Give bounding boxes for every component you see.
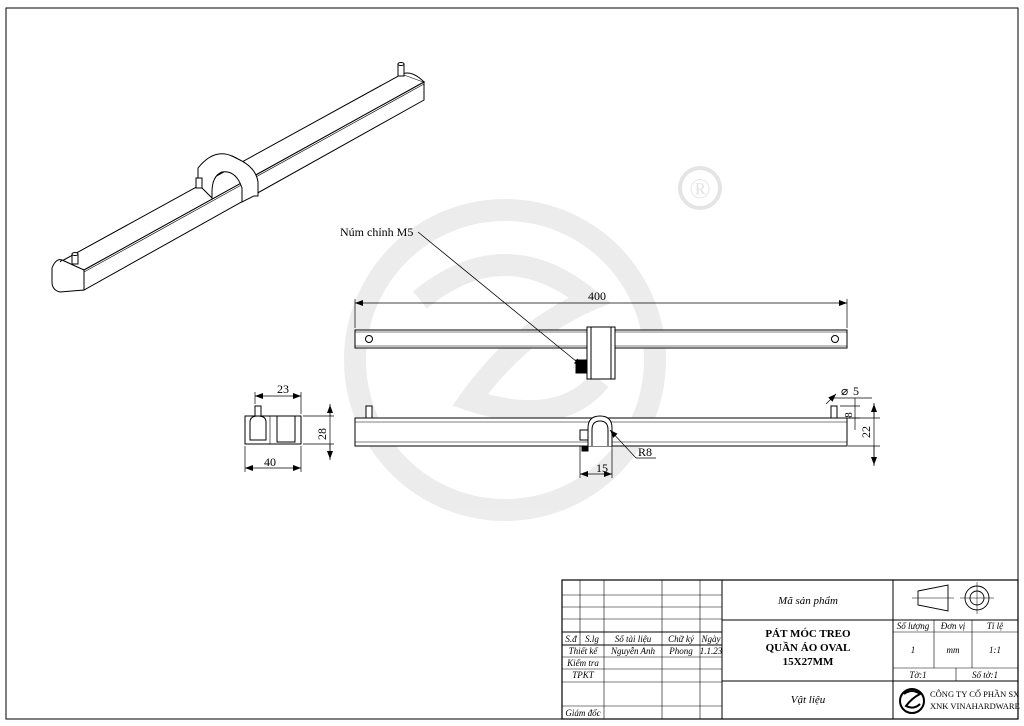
callout-label: Núm chỉnh M5 bbox=[340, 225, 413, 239]
role-check: Kiểm tra bbox=[566, 658, 599, 668]
rev-header-date: Ngày bbox=[701, 634, 721, 644]
svg-text:®: ® bbox=[689, 174, 710, 205]
role-design-signature: Phong bbox=[668, 646, 693, 656]
top-view bbox=[354, 326, 848, 380]
title-line-3: 15X27MM bbox=[783, 656, 834, 668]
role-design: Thiết kế bbox=[569, 646, 600, 656]
role-director: Giám đốc bbox=[565, 708, 600, 718]
drawing-border bbox=[5, 7, 1019, 720]
dimension-end-depth bbox=[244, 446, 302, 472]
front-view bbox=[354, 405, 848, 452]
dimension-diameter-symbol: ⌀ bbox=[841, 384, 848, 398]
product-code-label: Mã sản phẩm bbox=[777, 595, 838, 607]
dimension-bracket-radius-label: R8 bbox=[638, 445, 652, 459]
unit-label: Đơn vị bbox=[940, 621, 966, 631]
dimension-end-width bbox=[254, 392, 302, 414]
rev-header-sign: Chữ ký bbox=[668, 634, 694, 644]
role-design-name: Nguyễn Anh bbox=[610, 646, 656, 656]
scale-value: 1:1 bbox=[989, 645, 1001, 655]
company-name-line-2: XNK VINAHARDWARE bbox=[930, 701, 1020, 711]
rev-header-sd: S.đ bbox=[565, 634, 577, 644]
unit-value: mm bbox=[947, 645, 960, 655]
isometric-view bbox=[51, 62, 426, 293]
dimension-end-height-label: 28 bbox=[315, 428, 329, 440]
dimension-bar-height-label: 22 bbox=[859, 426, 873, 438]
scale-label: Tỉ lệ bbox=[987, 621, 1004, 631]
dimension-end-width-label: 23 bbox=[277, 382, 289, 396]
rev-header-doc: Số tài liệu bbox=[615, 634, 652, 644]
dimension-hole-offset-label: 8 bbox=[843, 412, 855, 418]
title-line-1: PÁT MÓC TREO bbox=[765, 628, 851, 640]
sheets-label: Số tờ:1 bbox=[972, 670, 998, 680]
quantity-value: 1 bbox=[911, 645, 916, 655]
projection-symbol-icon bbox=[912, 582, 994, 614]
dimension-bracket-radius bbox=[609, 429, 656, 459]
company-name-line-1: CÔNG TY CỔ PHẦN SX bbox=[930, 689, 1019, 699]
dimension-end-height bbox=[303, 404, 334, 460]
dimension-overall-length-label: 400 bbox=[588, 289, 606, 303]
sheet-label: Tờ:1 bbox=[909, 670, 926, 680]
dimension-hole-diameter-label: 5 bbox=[853, 384, 859, 398]
watermark-registered-mark: ® bbox=[678, 166, 722, 210]
role-tpkt: TPKT bbox=[572, 670, 595, 680]
title-line-2: QUẦN ÁO OVAL bbox=[766, 641, 851, 654]
dimension-end-depth-label: 40 bbox=[264, 455, 276, 469]
quantity-label: Số lượng bbox=[897, 621, 930, 631]
dimension-hole bbox=[825, 393, 872, 405]
role-design-date: 1.1.23 bbox=[700, 646, 723, 656]
rev-header-slg: S.lg bbox=[585, 634, 599, 644]
callout-leader bbox=[417, 231, 583, 367]
end-view bbox=[244, 405, 302, 445]
title-block bbox=[561, 579, 1019, 720]
dimension-bracket-width bbox=[579, 446, 613, 478]
dimension-bar-height bbox=[848, 403, 880, 466]
dimension-overall-length bbox=[354, 299, 848, 328]
material-label: Vật liệu bbox=[791, 694, 826, 706]
company-logo-icon bbox=[899, 688, 925, 714]
dimension-bracket-width-label: 15 bbox=[596, 461, 608, 475]
